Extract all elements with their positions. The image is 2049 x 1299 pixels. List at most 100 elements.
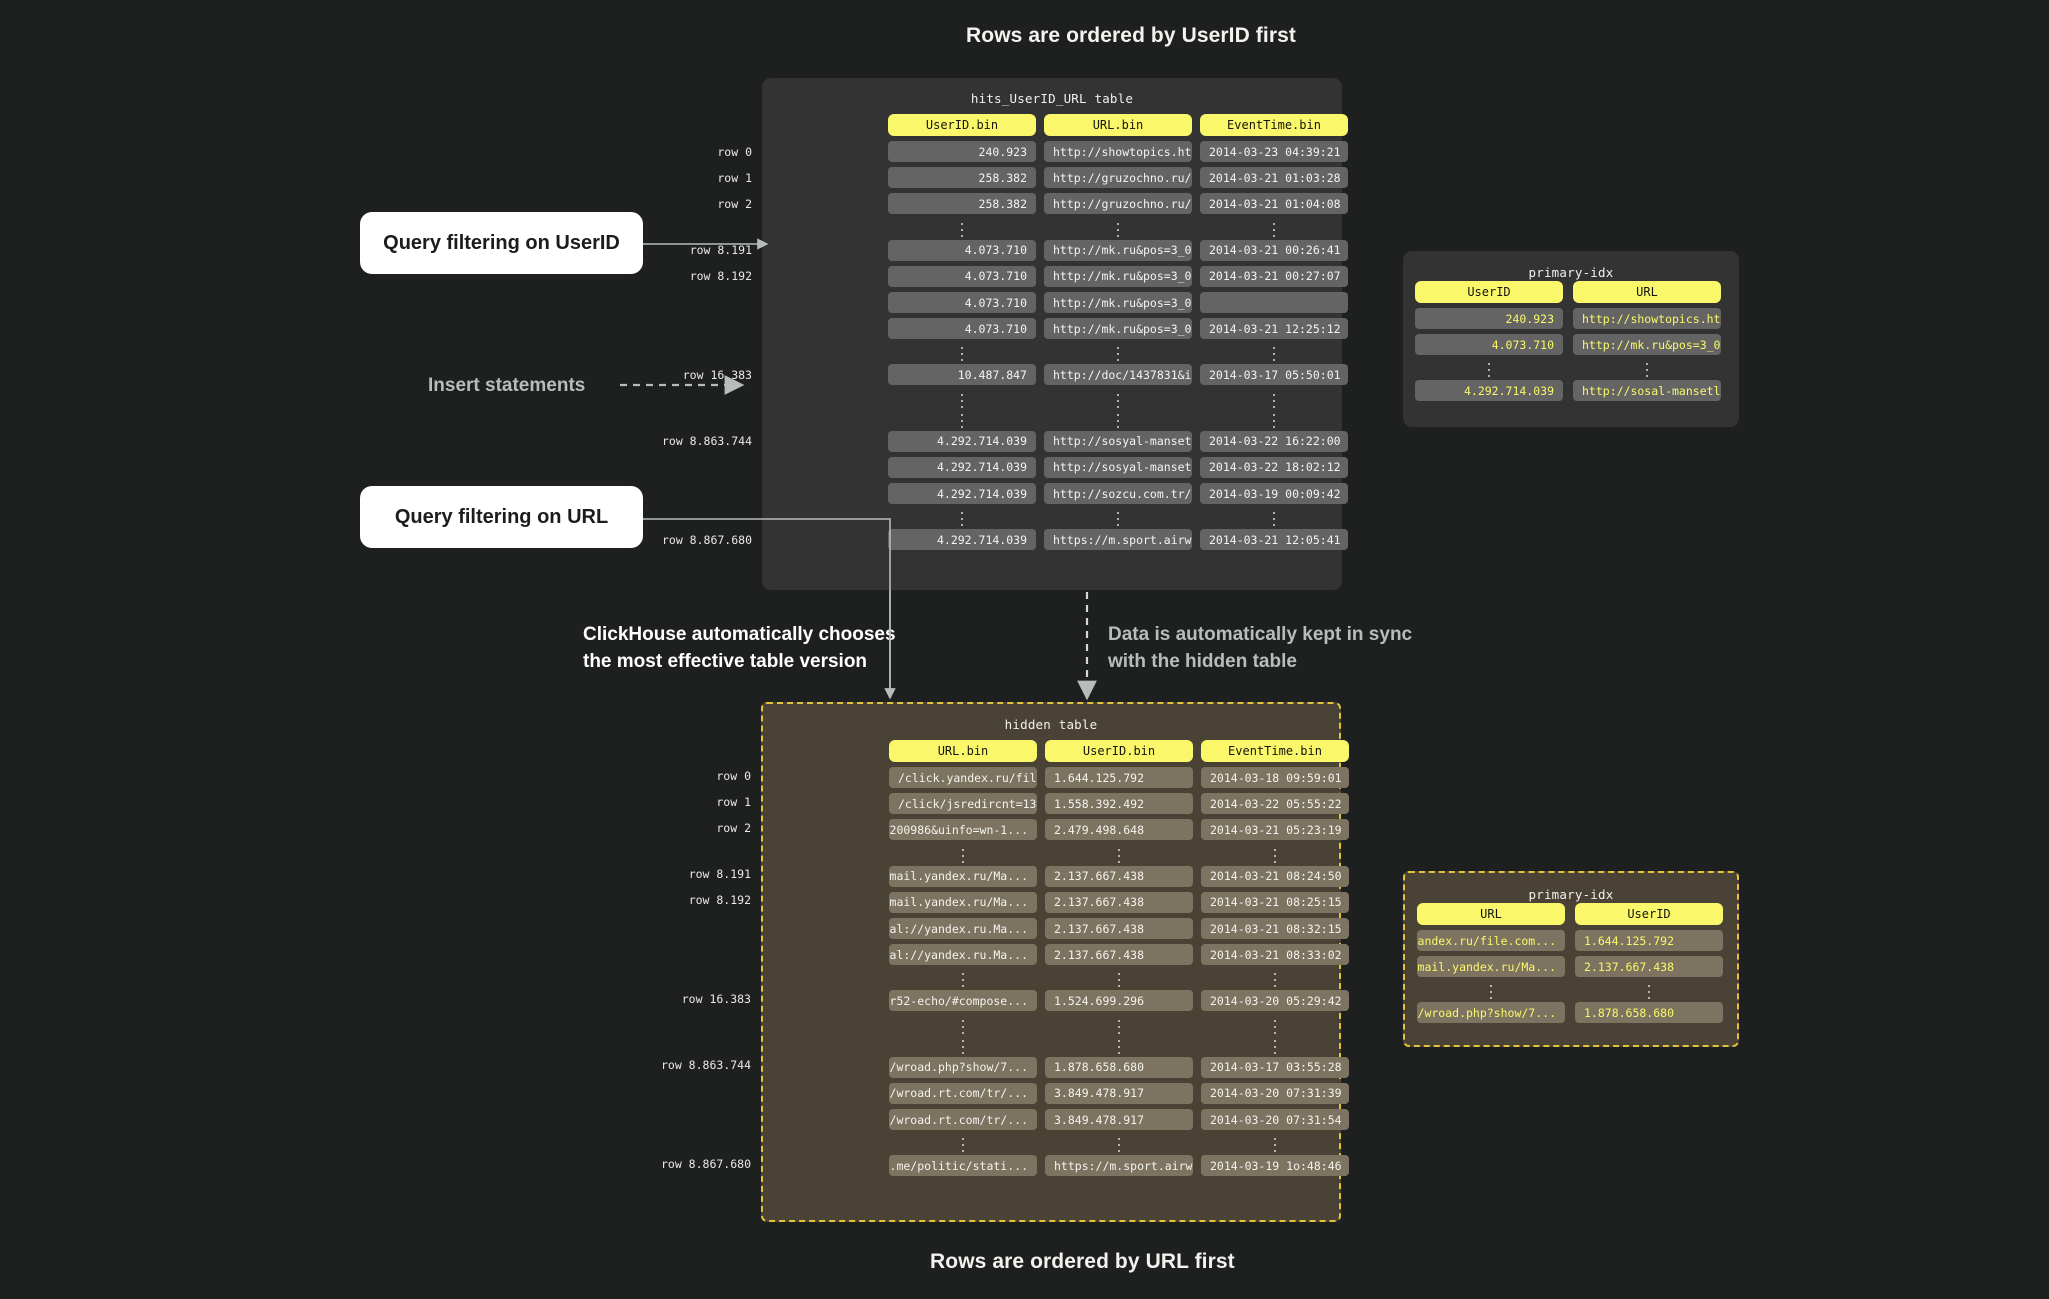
table-cell: http://wroad.php?show/7... bbox=[889, 1056, 1037, 1078]
ellipsis-dots bbox=[1573, 360, 1721, 380]
table-cell: 2014-03-19 00:09:42 bbox=[1200, 483, 1348, 504]
ellipsis-dots bbox=[889, 1037, 1037, 1057]
table-cell: 4.292.714.039 bbox=[888, 456, 1036, 478]
row-label: row 8.867.680 bbox=[660, 1156, 751, 1171]
table-cell: https://m.sport.airway/? bbox=[1045, 1155, 1193, 1177]
ellipsis-dots bbox=[1044, 391, 1192, 411]
table-cell: 2014-03-21 00:27:07 bbox=[1200, 265, 1348, 287]
table-cell: 2.137.667.438 bbox=[1045, 944, 1193, 966]
annotation-chooses-effective-table: ClickHouse automatically chooses the mos… bbox=[583, 624, 896, 672]
table-cell: 258.382 bbox=[888, 167, 1036, 189]
table-cell: http://mk.ru&pos=3_0 bbox=[1044, 318, 1192, 340]
table-cell: 10.487.847 bbox=[888, 364, 1036, 386]
ellipsis-dots bbox=[888, 220, 1036, 240]
table-cell: 2014-03-20 07:31:39 bbox=[1201, 1082, 1349, 1104]
row-label: row 8.192 bbox=[688, 893, 751, 908]
ellipsis-dots bbox=[1044, 411, 1192, 431]
table-cell: 2014-03-18 09:59:01 bbox=[1201, 767, 1349, 788]
table-cell: 2014-03-21 08:24:50 bbox=[1201, 865, 1349, 887]
ellipsis-dots bbox=[1044, 220, 1192, 240]
table-cell: 2014-03-21 05:23:19 bbox=[1201, 819, 1349, 841]
row-label: row 8.863.744 bbox=[661, 434, 752, 449]
table-cell: 2014-03-21 08:25:15 bbox=[1201, 891, 1349, 913]
table-cell: http://wroad.rt.com/tr/... bbox=[889, 1109, 1037, 1130]
table-cell: https://m.sport.airway/? bbox=[1044, 529, 1192, 551]
row-label: row 1 bbox=[717, 170, 752, 185]
idx-column-header-userid: UserID bbox=[1415, 281, 1563, 303]
idx-cell: http://mk.ru&pos=3_0 bbox=[1573, 334, 1721, 356]
ellipsis-dots bbox=[1045, 846, 1193, 866]
ellipsis-dots bbox=[888, 509, 1036, 529]
column-header-userid-bin: UserID.bin bbox=[888, 114, 1036, 136]
idx-cell: goal://mail.yandex.ru/Ma... bbox=[1417, 956, 1565, 978]
table-cell: goal://mail.yandex.ru/Ma... bbox=[889, 891, 1037, 913]
table-cell: 2014-03-21 08:33:02 bbox=[1201, 944, 1349, 966]
table-cell: 2014-03-21 00:26:41 bbox=[1200, 239, 1348, 261]
table-cell: 4.292.714.039 bbox=[888, 529, 1036, 551]
primary-idx-hidden-panel: primary-idx URLUserID/clck.yandex.ru/fil… bbox=[1403, 871, 1739, 1047]
ellipsis-dots bbox=[1415, 360, 1563, 380]
ellipsis-dots bbox=[1201, 970, 1349, 990]
ellipsis-dots bbox=[1575, 982, 1723, 1002]
table-cell: 258.382 bbox=[888, 193, 1036, 215]
ellipsis-dots bbox=[1200, 344, 1348, 364]
table-cell: 2014-03-21 08:32:15 bbox=[1201, 918, 1349, 939]
table-cell: 4.073.710 bbox=[888, 239, 1036, 261]
page-title-top: Rows are ordered by UserID first bbox=[966, 24, 1296, 47]
ellipsis-dots bbox=[888, 411, 1036, 431]
row-label: row 16.383 bbox=[682, 367, 752, 382]
row-label: row 1 bbox=[716, 794, 751, 809]
table-cell: http://mk.ru&pos=3_0 bbox=[1044, 292, 1192, 313]
table-cell: goal://mail.yandex.ru/Ma... bbox=[889, 865, 1037, 887]
column-header-userid-bin: UserID.bin bbox=[1045, 740, 1193, 762]
idx-cell: 4.073.710 bbox=[1415, 334, 1563, 356]
ellipsis-dots bbox=[1045, 1135, 1193, 1155]
primary-idx-main-title: primary-idx bbox=[1528, 265, 1614, 280]
table-cell: 3.849.478.917 bbox=[1045, 1109, 1193, 1130]
table-cell: http://mk.ru&pos=3_0 bbox=[1044, 265, 1192, 287]
label-insert-statements: Insert statements bbox=[428, 375, 586, 396]
table-cell: 2014-03-20 05:29:42 bbox=[1201, 990, 1349, 1012]
callout-query-filtering-url[interactable]: Query filtering on URL bbox=[360, 486, 643, 548]
table-cell: http://doc/1437831&is_mo... bbox=[1044, 364, 1192, 386]
table-cell: http://mk.ru&pos=3_0 bbox=[1044, 239, 1192, 261]
table-cell: http://gruzochno.ru/ekat... bbox=[1044, 193, 1192, 215]
table-cell: 1.644.125.792 bbox=[1045, 767, 1193, 788]
idx-cell: 4.292.714.039 bbox=[1415, 380, 1563, 402]
table-cell: 2014-03-17 03:55:28 bbox=[1201, 1056, 1349, 1078]
row-label: row 0 bbox=[717, 144, 752, 159]
table-cell: 4.073.710 bbox=[888, 318, 1036, 340]
row-label: row 8.867.680 bbox=[661, 532, 752, 547]
table-cell: http://wroad.rt.com/tr/... bbox=[889, 1082, 1037, 1104]
table-cell: 240.923 bbox=[888, 141, 1036, 162]
table-cell: res://m.me/politic/stati... bbox=[889, 1155, 1037, 1177]
ellipsis-dots bbox=[1045, 1037, 1193, 1057]
ellipsis-dots bbox=[1200, 391, 1348, 411]
table-cell: 4.073.710 bbox=[888, 292, 1036, 313]
table-cell: 2014-03-21 01:04:08 bbox=[1200, 193, 1348, 215]
table-cell: /click/jsredircnt=1395412... bbox=[889, 793, 1037, 815]
main-table-title: hits_UserID_URL table bbox=[970, 91, 1134, 106]
table-cell: 2014-03-19 1o:48:46 bbox=[1201, 1155, 1349, 1177]
table-cell: 2.479.498.648 bbox=[1045, 819, 1193, 841]
table-cell: http://showtopics.html%3... bbox=[1044, 141, 1192, 162]
ellipsis-dots bbox=[1201, 1037, 1349, 1057]
table-cell: 2014-03-20 07:31:54 bbox=[1201, 1109, 1349, 1130]
table-cell: 2014-03-22 16:22:00 bbox=[1200, 430, 1348, 452]
row-label: row 0 bbox=[716, 768, 751, 783]
ellipsis-dots bbox=[1201, 1017, 1349, 1037]
table-cell: goal://yandex.ru.Ma... bbox=[889, 944, 1037, 966]
table-cell: 2014-03-21 12:25:12 bbox=[1200, 318, 1348, 340]
idx-cell: http: //wroad.php?show/7... bbox=[1417, 1002, 1565, 1024]
ellipsis-dots bbox=[889, 1135, 1037, 1155]
row-label: row 2 bbox=[716, 820, 751, 835]
table-cell: 1.878.658.680 bbox=[1045, 1056, 1193, 1078]
row-label: row 8.191 bbox=[688, 867, 751, 882]
ellipsis-dots bbox=[888, 391, 1036, 411]
ellipsis-dots bbox=[888, 344, 1036, 364]
callout-query-filtering-userid[interactable]: Query filtering on UserID bbox=[360, 212, 643, 274]
ellipsis-dots bbox=[1045, 1017, 1193, 1037]
